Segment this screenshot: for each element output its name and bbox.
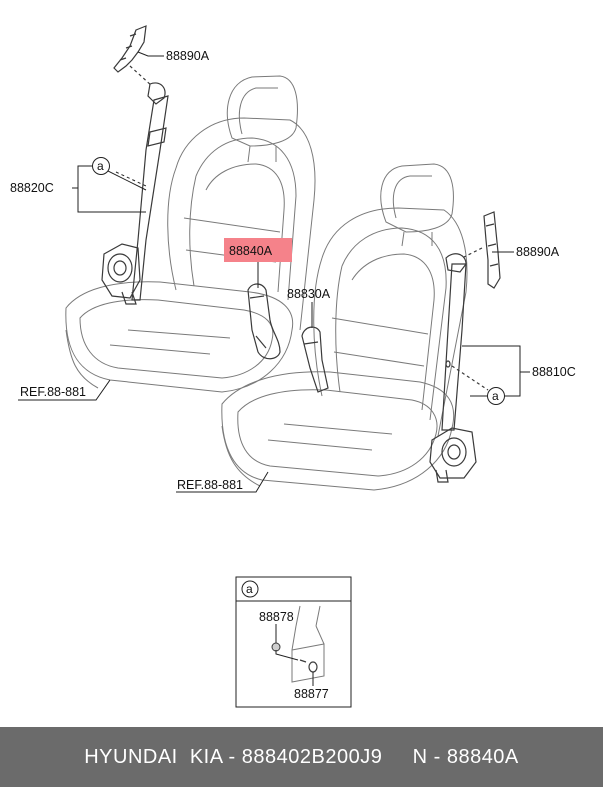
label-88840a: 88840A xyxy=(229,244,273,258)
detail-marker-right-text: a xyxy=(492,389,499,403)
highlight-box xyxy=(224,238,292,262)
buckle-88840a-drawing xyxy=(247,283,281,360)
detail-marker-left-text: a xyxy=(97,159,104,173)
detail-marker-right xyxy=(487,387,505,405)
part-number-footer: HYUNDAI KIA - 888402B200J9 N - 88840A xyxy=(0,727,603,787)
buckle-88830a-drawing xyxy=(301,326,329,393)
detail-box-header-text: a xyxy=(246,582,253,596)
detail-box: a 88878 88877 xyxy=(235,576,352,708)
callout-leaders xyxy=(18,51,530,493)
right-seat-drawing xyxy=(221,163,468,491)
detail-box-header-circle xyxy=(241,580,259,598)
label-88810c: 88810C xyxy=(532,365,576,379)
left-seat-drawing xyxy=(65,75,316,393)
label-88890a-left: 88890A xyxy=(166,49,210,63)
seat-belt-diagram: 88890A 88820C 88840A 88830A 88890A 88810… xyxy=(10,25,576,708)
label-ref-left: REF.88-881 xyxy=(20,385,86,399)
label-88830a: 88830A xyxy=(287,287,331,301)
label-88820c: 88820C xyxy=(10,181,54,195)
detail-marker-left xyxy=(92,157,110,175)
right-belt-assembly xyxy=(429,211,501,483)
label-88890a-right: 88890A xyxy=(516,245,560,259)
label-88878: 88878 xyxy=(259,610,294,624)
left-belt-assembly xyxy=(101,25,169,305)
label-ref-right: REF.88-881 xyxy=(177,478,243,492)
label-88877: 88877 xyxy=(294,687,329,701)
